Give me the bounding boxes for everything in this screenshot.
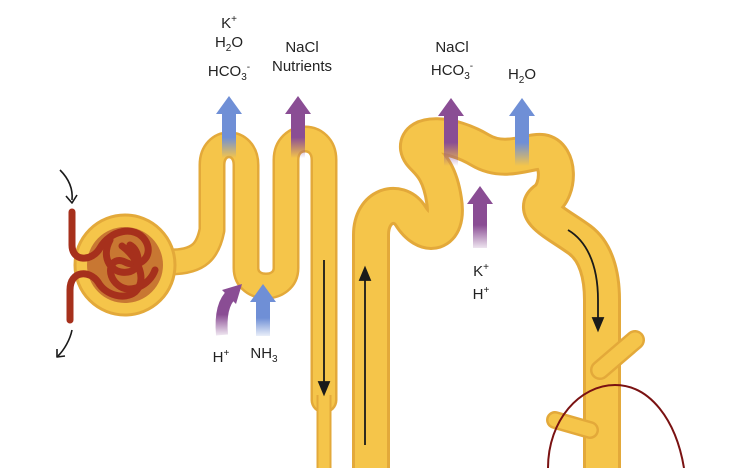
dct-secrete-purple-arrow — [467, 186, 493, 248]
dct-water-blue-arrow — [509, 98, 535, 166]
efferent-arrow — [56, 329, 73, 358]
pct-secrete-nh3-label: NH3 — [250, 345, 278, 365]
dct-water-label: H2O — [507, 66, 537, 86]
pct-reabsorb-blue-arrow — [216, 96, 242, 158]
pct-secrete-blue-arrow — [250, 284, 276, 336]
glomerulus-capillaries — [66, 208, 159, 324]
flow-arrow-descending — [317, 260, 331, 397]
pct-secrete-purple-arrow — [215, 284, 242, 336]
collecting-duct-branches — [546, 330, 645, 439]
capillary-loop — [547, 383, 685, 468]
flow-arrow-distal — [567, 229, 605, 333]
afferent-arrow — [59, 169, 78, 204]
dct-reabsorb-purple-arrow — [438, 98, 464, 166]
dct-reabsorb-label: NaCl HCO3- — [430, 39, 474, 82]
pct-reabsorb-label: K+ H2O HCO3- — [207, 14, 251, 83]
flow-arrow-ascending — [358, 265, 372, 445]
pct-reabsorb-purple-arrow — [285, 96, 311, 158]
dct-secrete-label: K+ H+ — [472, 262, 490, 303]
distal-tubule — [352, 117, 621, 468]
pct-nacl-label: NaCl Nutrients — [271, 39, 333, 75]
pct-secrete-h-label: H+ — [212, 348, 230, 366]
